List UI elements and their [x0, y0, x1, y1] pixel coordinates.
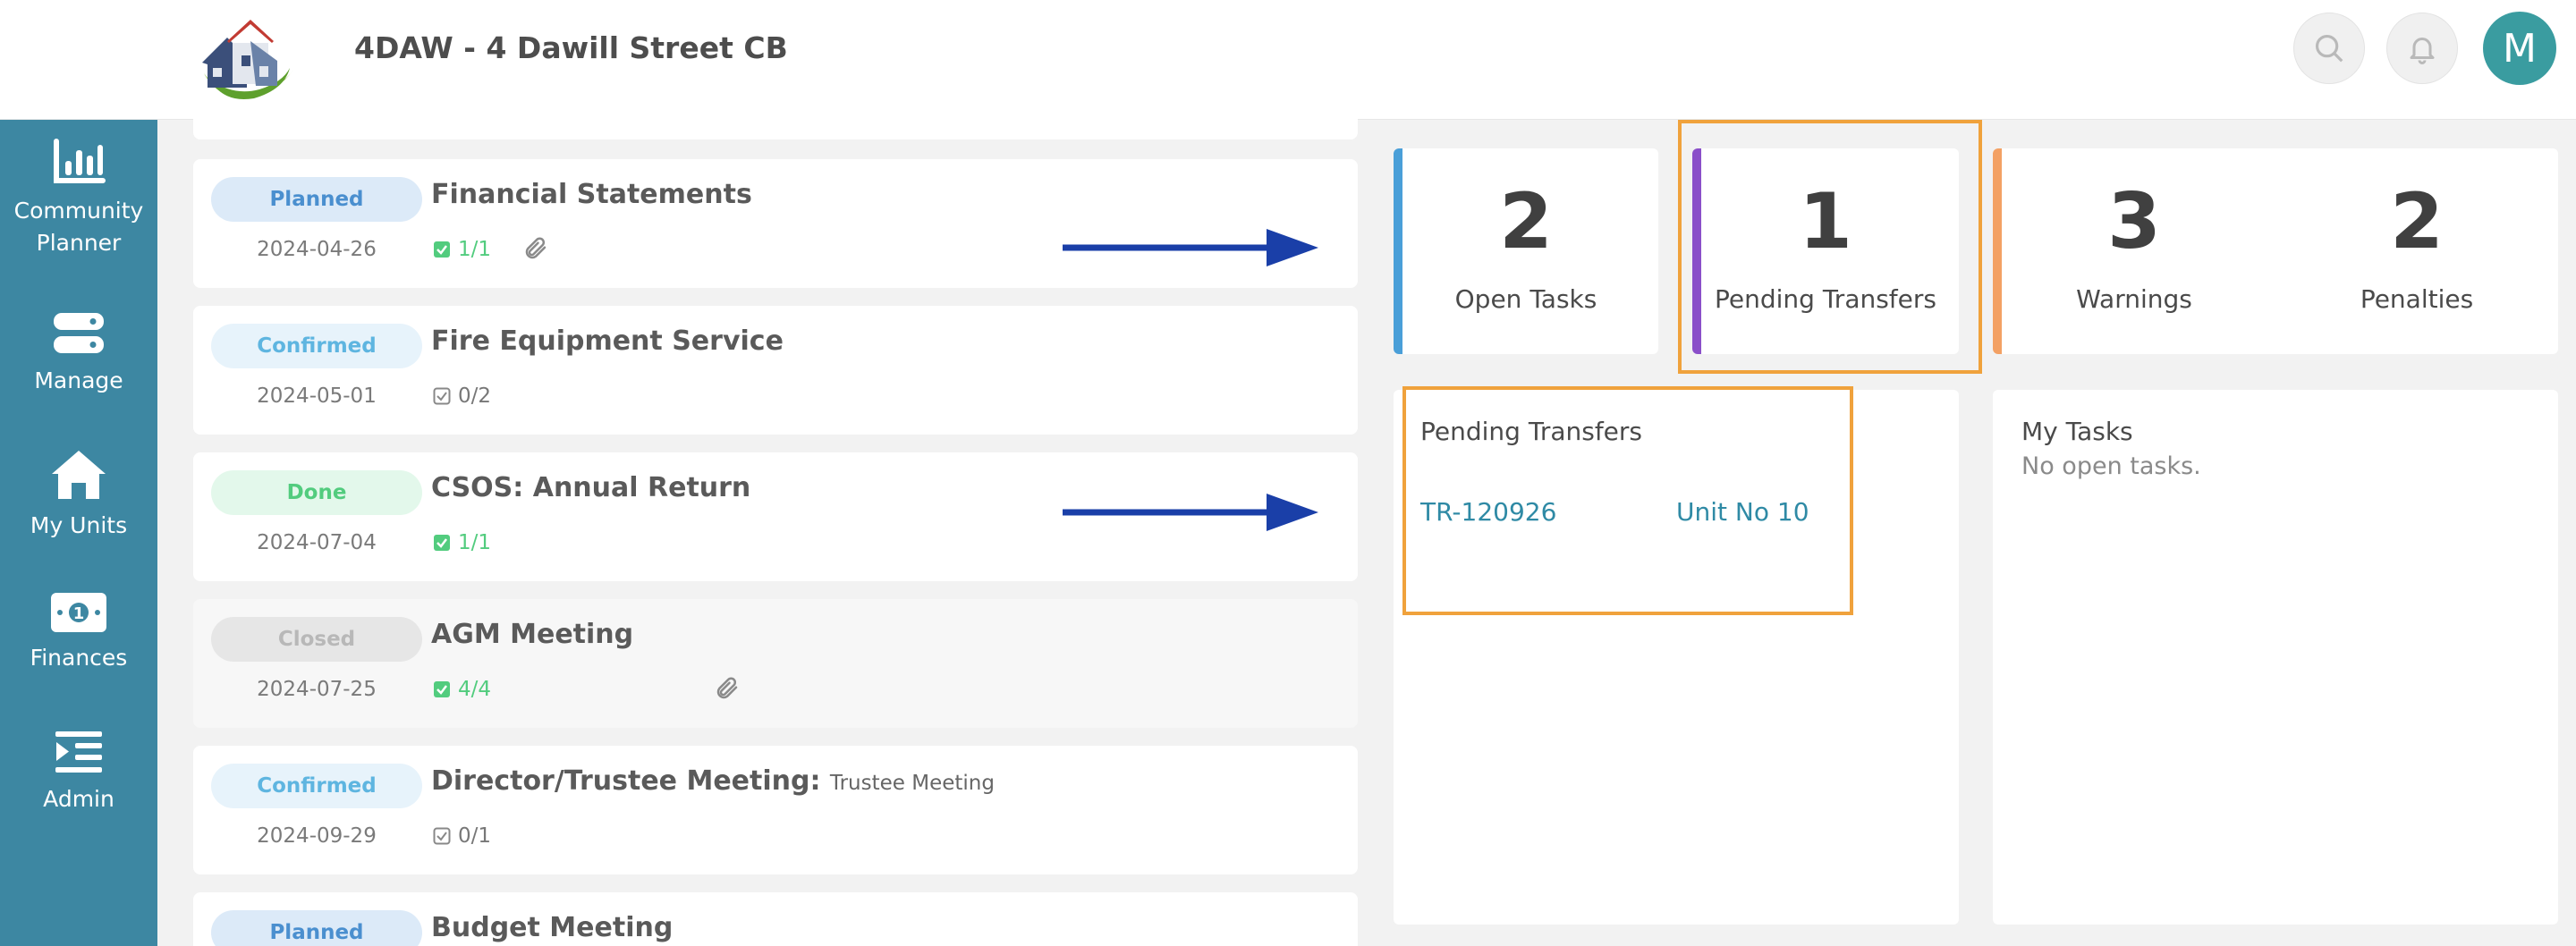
pending-transfers-label: Pending Transfers — [1714, 284, 1936, 314]
checkbox-checked-icon — [434, 241, 450, 258]
community-title: 4DAW - 4 Dawill Street CB — [354, 30, 788, 65]
status-badge: Confirmed — [211, 324, 422, 368]
sidebar-item-finances[interactable]: 1 Finances — [0, 592, 157, 674]
status-badge: Done — [211, 470, 422, 515]
task-title: Fire Equipment Service — [431, 325, 784, 357]
pending-transfers-count: 1 — [1799, 177, 1852, 266]
card-accent — [1394, 148, 1402, 354]
task-date: 2024-09-29 — [257, 824, 377, 848]
checklist-count: 1/1 — [433, 238, 491, 261]
sidebar-item-label: Admin — [43, 786, 114, 812]
task-card[interactable]: Closed 2024-07-25 AGM Meeting 4/4 — [193, 599, 1358, 728]
penalties-stat[interactable]: 2 Penalties — [2275, 148, 2558, 354]
task-card[interactable]: Planned 2024-04-26 Financial Statements … — [193, 159, 1358, 288]
community-logo-icon[interactable] — [197, 11, 300, 107]
sidebar-item-label: Finances — [30, 645, 128, 671]
bar-chart-icon — [54, 139, 106, 183]
checkbox-checked-icon — [434, 681, 450, 697]
open-tasks-count: 2 — [1499, 177, 1553, 266]
warnings-label: Warnings — [2076, 284, 2192, 314]
task-title: Financial Statements — [431, 179, 752, 210]
open-tasks-card[interactable]: 2 Open Tasks — [1394, 148, 1658, 354]
checklist-count-text: 1/1 — [458, 531, 492, 554]
sidebar-item-label: Community Planner — [13, 198, 144, 256]
panel-title: Pending Transfers — [1420, 417, 1643, 446]
pending-transfers-card[interactable]: 1 Pending Transfers — [1692, 148, 1959, 354]
user-avatar[interactable]: M — [2483, 12, 2556, 85]
status-badge: Closed — [211, 617, 422, 662]
task-title-text: Director/Trustee Meeting: — [431, 765, 821, 797]
attachment-icon[interactable] — [714, 674, 741, 703]
task-title: Director/Trustee Meeting: Trustee Meetin… — [431, 765, 995, 797]
checklist-count: 0/2 — [433, 384, 491, 408]
checkbox-icon — [433, 387, 451, 405]
sidebar-nav: Community Planner Manage My Units 1 Fina… — [0, 120, 157, 946]
task-card[interactable]: Confirmed 2024-09-29 Director/Trustee Me… — [193, 746, 1358, 874]
money-icon: 1 — [51, 593, 106, 632]
bell-icon — [2410, 38, 2435, 64]
task-card[interactable]: Confirmed 2024-05-01 Fire Equipment Serv… — [193, 306, 1358, 435]
checklist-count: 1/1 — [433, 531, 491, 554]
transfer-id-link[interactable]: TR-120926 — [1420, 497, 1557, 527]
highlight-box — [1678, 120, 1982, 374]
checklist-count: 4/4 — [433, 678, 491, 701]
open-tasks-label: Open Tasks — [1454, 284, 1597, 314]
pending-transfers-panel: Pending Transfers TR-120926 Unit No 10 — [1394, 390, 1959, 925]
task-date: 2024-07-04 — [257, 531, 377, 554]
empty-message: No open tasks. — [2021, 452, 2201, 480]
home-icon — [52, 451, 106, 499]
annotation-arrow-icon — [1063, 229, 1318, 266]
svg-text:1: 1 — [73, 604, 85, 623]
task-date: 2024-05-01 — [257, 384, 377, 408]
card-accent — [1692, 148, 1701, 354]
search-button[interactable] — [2293, 13, 2365, 84]
sidebar-item-community-planner[interactable]: Community Planner — [0, 138, 157, 259]
warnings-penalties-card: 3 Warnings 2 Penalties — [1993, 148, 2558, 354]
task-card-partial — [193, 106, 1358, 139]
sidebar-item-my-units[interactable]: My Units — [0, 449, 157, 542]
warnings-count: 3 — [2107, 177, 2161, 266]
warnings-stat[interactable]: 3 Warnings — [1993, 148, 2275, 354]
task-subtitle: Trustee Meeting — [829, 772, 995, 795]
checkbox-icon — [433, 827, 451, 845]
checklist-count-text: 0/2 — [458, 384, 492, 408]
task-date: 2024-07-25 — [257, 678, 377, 701]
checklist-count-text: 4/4 — [458, 678, 492, 701]
status-badge: Confirmed — [211, 764, 422, 808]
search-icon — [2315, 34, 2343, 63]
annotation-arrow-icon — [1063, 494, 1318, 531]
top-header: 4DAW - 4 Dawill Street CB M — [0, 0, 2576, 120]
my-tasks-panel: My Tasks No open tasks. — [1993, 390, 2558, 925]
card-accent — [1993, 148, 2002, 354]
highlight-box — [1402, 386, 1853, 615]
sidebar-item-manage[interactable]: Manage — [0, 311, 157, 397]
task-date: 2024-04-26 — [257, 238, 377, 261]
notifications-button[interactable] — [2386, 13, 2458, 84]
task-title: AGM Meeting — [431, 619, 634, 650]
status-badge: Planned — [211, 910, 422, 946]
list-icon — [55, 731, 102, 773]
sidebar-item-label: Manage — [34, 367, 123, 393]
status-badge: Planned — [211, 177, 422, 222]
checklist-count-text: 1/1 — [458, 238, 492, 261]
penalties-label: Penalties — [2360, 284, 2474, 314]
transfer-unit-link[interactable]: Unit No 10 — [1676, 497, 1809, 527]
server-icon — [54, 313, 104, 353]
attachment-icon[interactable] — [522, 234, 549, 263]
panel-title: My Tasks — [2021, 417, 2133, 446]
task-title: CSOS: Annual Return — [431, 472, 751, 503]
checklist-count-text: 0/1 — [458, 824, 492, 848]
sidebar-item-label: My Units — [30, 512, 128, 538]
task-card[interactable]: Planned Budget Meeting — [193, 892, 1358, 946]
task-card[interactable]: Done 2024-07-04 CSOS: Annual Return 1/1 — [193, 452, 1358, 581]
penalties-count: 2 — [2390, 177, 2444, 266]
sidebar-item-admin[interactable]: Admin — [0, 730, 157, 815]
task-title: Budget Meeting — [431, 912, 674, 943]
checkbox-checked-icon — [434, 535, 450, 551]
checklist-count: 0/1 — [433, 824, 491, 848]
